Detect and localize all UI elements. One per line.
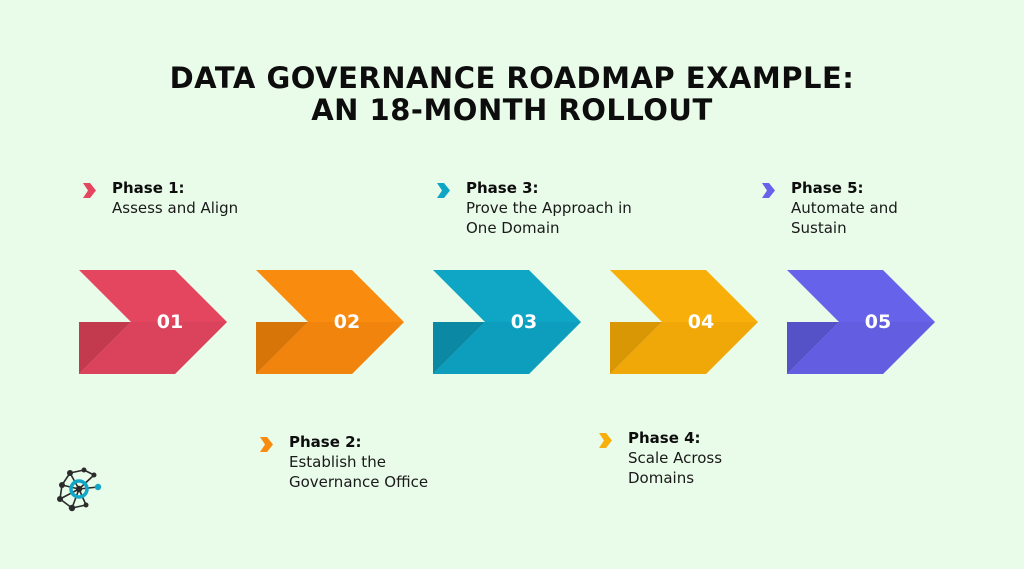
chevron-arrow-shape-4: [610, 270, 758, 374]
phase-5-description: Automate and Sustain: [791, 198, 991, 238]
chevron-right-icon: [762, 183, 775, 198]
phase-5-title: Phase 5:: [791, 179, 864, 197]
title-line-2: AN 18-MONTH ROLLOUT: [311, 93, 713, 127]
phase-4-desc-line-2: Domains: [628, 469, 695, 487]
chevron-right-icon: [260, 437, 273, 452]
phase-5-chevron: 05: [787, 270, 935, 374]
phase-number-1: 01: [156, 311, 184, 333]
title-line-1: DATA GOVERNANCE ROADMAP EXAMPLE:: [169, 61, 855, 95]
page-title: DATA GOVERNANCE ROADMAP EXAMPLE: AN 18-M…: [0, 62, 1024, 126]
phase-number-4: 04: [687, 311, 715, 333]
phase-3-desc-line-2: One Domain: [466, 219, 560, 237]
phase-1-title: Phase 1:: [112, 179, 185, 197]
network-logo-icon: [57, 467, 102, 512]
phase-4-chevron: 04: [610, 270, 758, 374]
phase-2-desc-line-1: Establish the: [289, 453, 386, 471]
chevron-arrow-shape-2: [256, 270, 404, 374]
phase-3-title: Phase 3:: [466, 179, 539, 197]
phase-5-desc-line-1: Automate and: [791, 199, 898, 217]
phase-5-desc-line-2: Sustain: [791, 219, 847, 237]
phase-number-2: 02: [333, 311, 361, 333]
phase-number-5: 05: [864, 311, 892, 333]
phase-number-3: 03: [510, 311, 538, 333]
phase-2-title: Phase 2:: [289, 433, 362, 451]
chevron-arrow-shape-1: [79, 270, 227, 374]
phase-4-desc-line-1: Scale Across: [628, 449, 723, 467]
phase-2-description: Establish the Governance Office: [289, 452, 489, 492]
chevron-right-icon: [83, 183, 96, 198]
phase-1-chevron: 01: [79, 270, 227, 374]
phase-1-desc-line-1: Assess and Align: [112, 199, 239, 217]
phase-3-chevron: 03: [433, 270, 581, 374]
chevron-right-icon: [599, 433, 612, 448]
phase-4-description: Scale Across Domains: [628, 448, 828, 488]
phase-2-chevron: 02: [256, 270, 404, 374]
phase-2-desc-line-2: Governance Office: [289, 473, 429, 491]
phase-4-title: Phase 4:: [628, 429, 701, 447]
chevron-arrow-shape-5: [787, 270, 935, 374]
chevron-right-icon: [437, 183, 450, 198]
phase-3-description: Prove the Approach in One Domain: [466, 198, 666, 238]
phase-3-desc-line-1: Prove the Approach in: [466, 199, 632, 217]
chevron-arrow-shape-3: [433, 270, 581, 374]
phase-1-description: Assess and Align: [112, 198, 312, 218]
